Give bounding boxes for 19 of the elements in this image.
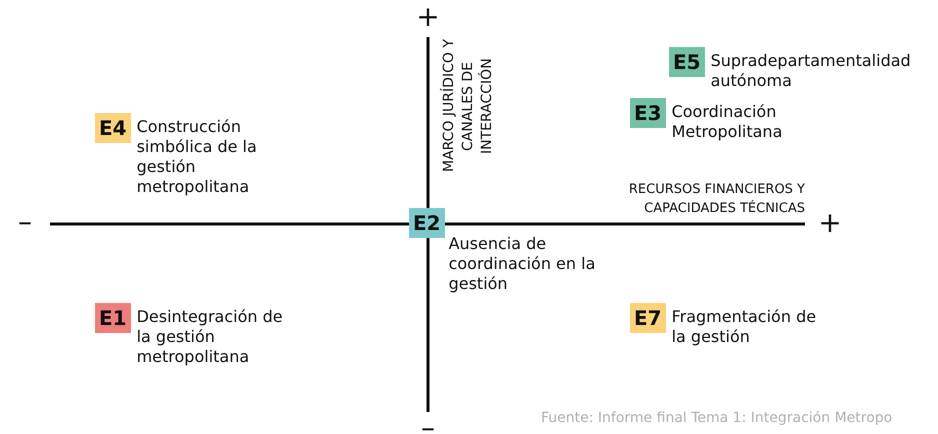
scenario-description: Fragmentación de la gestión [672, 307, 818, 347]
scenario-description: Supradepartamentalidad autónoma [710, 51, 912, 91]
scenario-code: E5 [669, 47, 705, 77]
axis-end-sign: + [817, 209, 843, 237]
axis-end-sign: – [17, 208, 33, 236]
axis-title: MARCO JURÍDICO Y CANALES DE INTERACCIÓN [440, 38, 496, 174]
axis-end-sign: – [420, 414, 436, 434]
scenario-description: Desintegración de la gestión metropolitana [136, 307, 284, 367]
scenario-code: E2 [409, 208, 445, 238]
axis-end-sign: + [415, 3, 441, 31]
source-note: Fuente: Informe final Tema 1: Integración Metropo [541, 410, 892, 426]
scenario-description: Ausencia de coordinación en la gestión [448, 234, 596, 294]
scenario-code: E7 [630, 303, 666, 333]
scenario-code: E3 [630, 98, 666, 128]
scenario-code: E4 [95, 113, 131, 143]
scenario-description: Coordinación Metropolitana [672, 102, 784, 142]
scenario-description: Construcción simbólica de la gestión metropolitana [136, 117, 258, 197]
axis-title: RECURSOS FINANCIEROS Y CAPACIDADES TÉCNICAS [628, 181, 805, 218]
scenario-code: E1 [95, 303, 131, 333]
